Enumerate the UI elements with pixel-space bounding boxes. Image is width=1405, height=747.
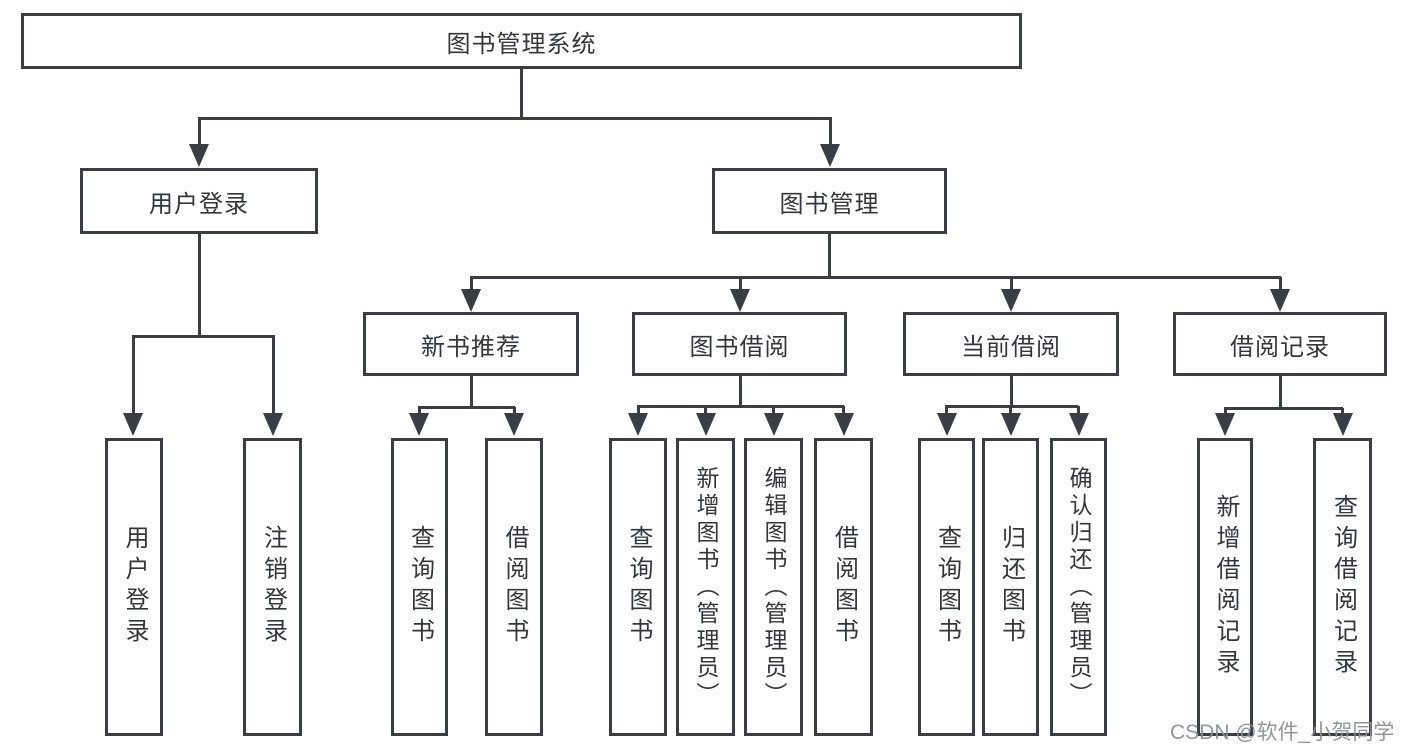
connector-vline bbox=[1278, 376, 1282, 409]
arrow-down-icon bbox=[730, 289, 750, 312]
leaf-return-book-label: 归还图书 bbox=[997, 525, 1025, 649]
arrow-down-icon bbox=[263, 413, 283, 436]
arrow-down-icon bbox=[1068, 413, 1089, 436]
connector-vline bbox=[738, 277, 742, 295]
arrow-down-icon bbox=[1332, 413, 1353, 436]
connector-vline bbox=[197, 234, 201, 336]
connector-hline bbox=[197, 116, 832, 120]
leaf-borrow-books-recommend: 借阅图书 bbox=[485, 438, 543, 736]
arrow-down-icon bbox=[123, 413, 143, 436]
arrow-down-icon bbox=[936, 413, 957, 436]
node-book-management-label: 图书管理 bbox=[779, 190, 880, 218]
csdn-watermark: CSDN @软件_小贺同学 bbox=[1170, 721, 1395, 744]
connector-hline bbox=[131, 334, 275, 338]
leaf-edit-book-admin: 编辑图书（管理员） bbox=[744, 438, 803, 736]
connector-vline bbox=[1009, 376, 1013, 406]
leaf-query-books-recommend-label: 查询图书 bbox=[406, 525, 434, 649]
node-root: 图书管理系统 bbox=[21, 13, 1022, 69]
node-current-borrow-label: 当前借阅 bbox=[961, 333, 1061, 361]
arrow-down-icon bbox=[461, 289, 481, 312]
leaf-query-books-recommend: 查询图书 bbox=[391, 438, 448, 736]
node-book-management: 图书管理 bbox=[712, 168, 947, 234]
leaf-query-borrow-record-label: 查询借阅记录 bbox=[1329, 494, 1357, 680]
connector-hline bbox=[469, 275, 1281, 279]
leaf-query-books-borrow: 查询图书 bbox=[609, 438, 667, 736]
arrow-down-icon bbox=[695, 413, 716, 436]
node-new-book-recommend: 新书推荐 bbox=[363, 312, 579, 376]
connector-vline bbox=[131, 336, 135, 420]
leaf-edit-book-admin-label: 编辑图书（管理员） bbox=[761, 465, 787, 709]
connector-vline bbox=[197, 118, 201, 150]
arrow-down-icon bbox=[763, 413, 784, 436]
node-book-borrow: 图书借阅 bbox=[632, 312, 847, 376]
leaf-confirm-return-admin: 确认归还（管理员） bbox=[1050, 438, 1107, 736]
leaf-borrow-books-borrow-label: 借阅图书 bbox=[830, 525, 858, 649]
connector-hline bbox=[1223, 406, 1343, 410]
leaf-add-borrow-record-label: 新增借阅记录 bbox=[1212, 494, 1239, 680]
leaf-query-borrow-record: 查询借阅记录 bbox=[1313, 438, 1372, 736]
arrow-down-icon bbox=[504, 413, 524, 436]
connector-vline bbox=[738, 376, 742, 406]
connector-vline bbox=[519, 69, 523, 118]
arrow-down-icon bbox=[1270, 289, 1290, 312]
connector-vline bbox=[469, 376, 473, 407]
connector-hline bbox=[636, 404, 844, 408]
arrow-down-icon bbox=[1001, 289, 1021, 312]
leaf-add-book-admin-label: 新增图书（管理员） bbox=[693, 465, 719, 709]
connector-vline bbox=[827, 234, 831, 277]
node-new-book-recommend-label: 新书推荐 bbox=[421, 333, 521, 361]
leaf-return-book: 归还图书 bbox=[982, 438, 1039, 736]
arrow-down-icon bbox=[189, 144, 209, 167]
node-root-label: 图书管理系统 bbox=[446, 30, 597, 58]
arrow-down-icon bbox=[820, 144, 840, 167]
leaf-add-book-admin: 新增图书（管理员） bbox=[676, 438, 735, 736]
node-borrow-records: 借阅记录 bbox=[1173, 312, 1387, 376]
connector-vline bbox=[469, 277, 473, 295]
arrow-down-icon bbox=[628, 413, 648, 436]
leaf-borrow-books-recommend-label: 借阅图书 bbox=[501, 525, 528, 649]
node-user-login: 用户登录 bbox=[80, 168, 318, 234]
node-current-borrow: 当前借阅 bbox=[903, 312, 1119, 376]
connector-vline bbox=[1009, 277, 1013, 295]
leaf-logout: 注销登录 bbox=[243, 438, 302, 736]
leaf-query-books-current: 查询图书 bbox=[918, 438, 975, 736]
leaf-user-login-label: 用户登录 bbox=[121, 525, 148, 649]
arrow-down-icon bbox=[1000, 413, 1021, 436]
node-user-login-label: 用户登录 bbox=[149, 190, 249, 218]
leaf-borrow-books-borrow: 借阅图书 bbox=[814, 438, 873, 736]
leaf-confirm-return-admin-label: 确认归还（管理员） bbox=[1066, 465, 1092, 709]
connector-vline bbox=[1278, 277, 1282, 295]
connector-hline bbox=[417, 405, 515, 409]
connector-vline bbox=[828, 118, 832, 150]
node-book-borrow-label: 图书借阅 bbox=[689, 333, 790, 361]
arrow-down-icon bbox=[409, 413, 429, 436]
leaf-query-books-current-label: 查询图书 bbox=[933, 525, 961, 649]
arrow-down-icon bbox=[833, 413, 854, 436]
node-borrow-records-label: 借阅记录 bbox=[1230, 333, 1330, 361]
arrow-down-icon bbox=[1215, 413, 1235, 436]
connector-vline bbox=[271, 336, 275, 420]
leaf-user-login: 用户登录 bbox=[105, 438, 163, 736]
leaf-logout-label: 注销登录 bbox=[259, 525, 287, 649]
leaf-add-borrow-record: 新增借阅记录 bbox=[1197, 438, 1253, 736]
leaf-query-books-borrow-label: 查询图书 bbox=[625, 525, 652, 649]
